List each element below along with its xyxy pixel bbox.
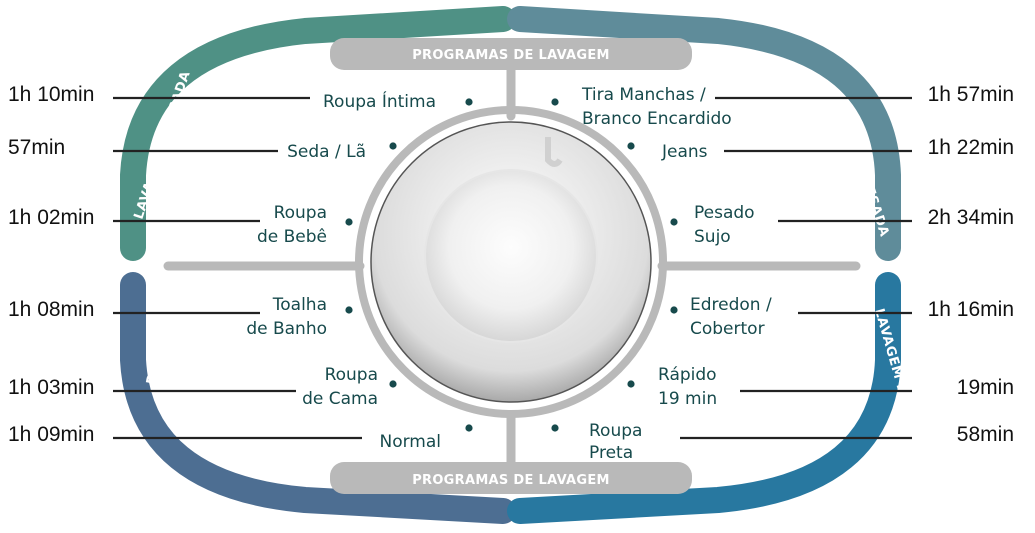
program-duration: 1h 16min [928, 298, 1014, 321]
program-label: Sujo [694, 227, 731, 247]
program-duration: 57min [8, 136, 65, 159]
program-label: Normal [379, 432, 441, 452]
program-left-3[interactable]: 1h 02min Roupa de Bebê [8, 203, 353, 247]
program-dot [345, 306, 352, 313]
program-left-5[interactable]: 1h 03min Roupa de Cama [8, 365, 397, 409]
program-duration: 19min [957, 376, 1014, 399]
program-dot [465, 424, 472, 431]
program-label: Rápido [658, 365, 717, 385]
program-label: Cobertor [690, 319, 765, 339]
program-label: Preta [589, 443, 633, 463]
program-duration: 1h 22min [928, 136, 1014, 159]
program-dot [627, 142, 634, 149]
program-label: Branco Encardido [582, 109, 732, 129]
program-right-1[interactable]: 1h 57min Tira Manchas / Branco Encardido [551, 83, 1014, 129]
program-label: Edredon / [690, 295, 772, 315]
category-label-dia-a-dia: DIA-A-DIA [144, 308, 172, 386]
program-dot [551, 98, 558, 105]
program-label: de Banho [246, 319, 327, 339]
program-dot [670, 306, 677, 313]
program-label: Jeans [661, 142, 708, 162]
bottom-banner-label: PROGRAMAS DE LAVAGEM [412, 473, 610, 488]
program-label: Seda / Lã [287, 142, 366, 162]
program-label: Roupa [274, 203, 327, 223]
program-right-2[interactable]: 1h 22min Jeans [627, 136, 1014, 162]
program-label: Roupa [589, 421, 642, 441]
program-duration: 2h 34min [928, 206, 1014, 229]
program-label: de Cama [302, 389, 378, 409]
program-duration: 1h 03min [8, 376, 94, 399]
program-dot [465, 98, 472, 105]
program-label: Roupa Íntima [323, 90, 436, 112]
program-dot [627, 380, 634, 387]
program-right-4[interactable]: 1h 16min Edredon / Cobertor [670, 295, 1014, 339]
program-dot [389, 142, 396, 149]
program-right-5[interactable]: 19min Rápido 19 min [627, 365, 1014, 409]
program-dot [670, 218, 677, 225]
program-duration: 1h 57min [928, 83, 1014, 106]
program-left-2[interactable]: 57min Seda / Lã [8, 136, 397, 162]
program-duration: 1h 09min [8, 423, 94, 446]
program-dot [345, 218, 352, 225]
program-left-1[interactable]: 1h 10min Roupa Íntima [8, 83, 473, 112]
selector-knob[interactable] [359, 110, 663, 414]
program-label: Tira Manchas / [581, 85, 706, 105]
program-duration: 1h 08min [8, 298, 94, 321]
program-label: Pesado [694, 203, 755, 223]
program-duration: 58min [957, 423, 1014, 446]
program-left-6[interactable]: 1h 09min Normal [8, 423, 473, 452]
program-dot [389, 380, 396, 387]
program-label: 19 min [658, 389, 717, 409]
program-duration: 1h 02min [8, 206, 94, 229]
program-label: Toalha [272, 295, 327, 315]
program-left-4[interactable]: 1h 08min Toalha de Banho [8, 295, 353, 339]
program-label: de Bebê [257, 227, 327, 247]
program-label: Roupa [325, 365, 378, 385]
top-banner-label: PROGRAMAS DE LAVAGEM [412, 48, 610, 63]
program-duration: 1h 10min [8, 83, 94, 106]
program-dot [551, 424, 558, 431]
